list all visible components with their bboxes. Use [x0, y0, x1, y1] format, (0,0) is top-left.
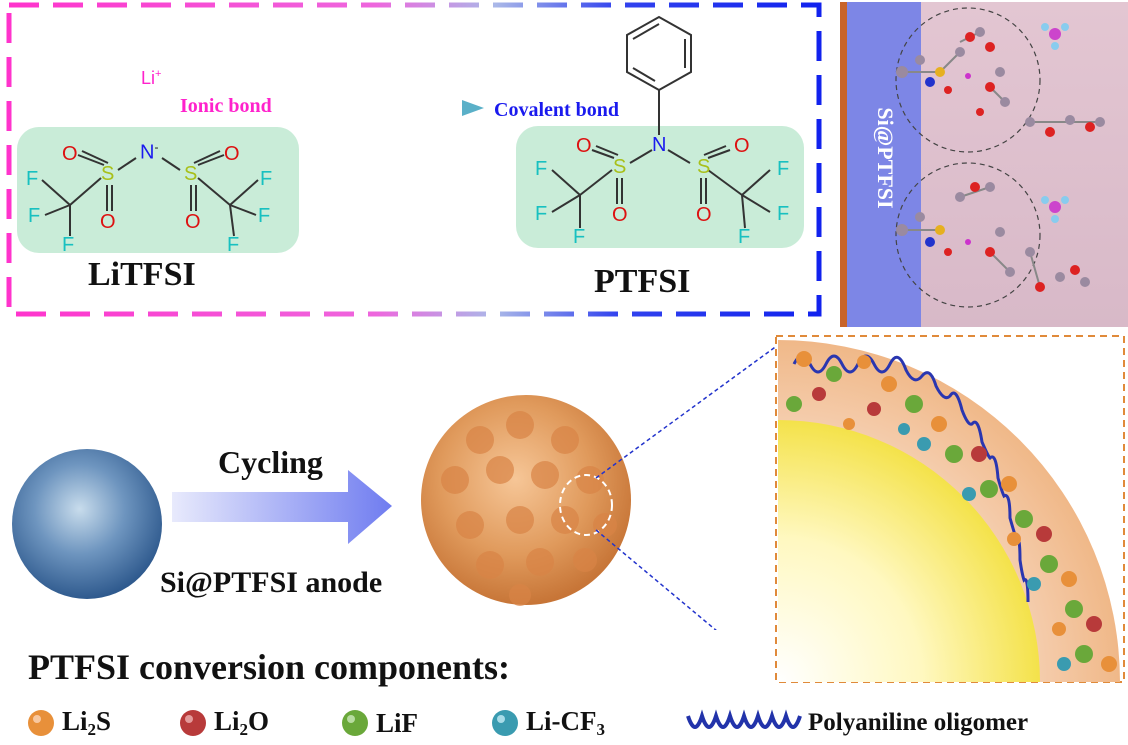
ptfsi-s1: S — [613, 156, 627, 178]
zoom-panel — [775, 335, 1125, 683]
ptfsi-f3: F — [573, 226, 586, 248]
cycling-scheme — [12, 344, 779, 630]
pristine-si-particle — [12, 449, 162, 599]
litfsi-f4: F — [260, 168, 273, 190]
ptfsi-o1: O — [576, 135, 592, 157]
legend-label-li2s: Li2S — [62, 706, 112, 739]
particle-bumps — [441, 411, 617, 606]
ptfsi-label: PTFSI — [594, 263, 691, 300]
legend-label-lif: LiF — [376, 707, 419, 738]
ptfsi-n: N — [652, 134, 667, 156]
ptfsi-o2: O — [612, 204, 628, 226]
legend-label-oligomer: Polyaniline oligomer — [808, 709, 1029, 736]
ptfsi-f1: F — [535, 158, 548, 180]
litfsi-f5: F — [258, 205, 271, 227]
si-ptfsi-layer-label: Si@PTFSI — [873, 107, 898, 209]
cycling-label: Cycling — [218, 444, 323, 480]
litfsi-f2: F — [28, 205, 41, 227]
oligomer-wave-icon — [686, 709, 802, 729]
litfsi-label: LiTFSI — [88, 256, 196, 293]
ptfsi-s2: S — [697, 156, 711, 178]
litfsi-f6: F — [227, 234, 240, 256]
legend-label-licf3: Li-CF3 — [526, 706, 605, 739]
sei-particles — [786, 351, 1117, 672]
polyaniline-chain — [792, 354, 1030, 603]
litfsi-s2: S — [184, 163, 198, 185]
li-plus-label: Li+ — [141, 68, 162, 88]
ptfsi-o4: O — [696, 204, 712, 226]
litfsi-o2: O — [100, 211, 116, 233]
interface-panel — [840, 2, 1128, 327]
molecule-panel — [6, 2, 822, 317]
ptfsi-f4: F — [777, 158, 790, 180]
litfsi-n-minus: N- — [140, 140, 159, 164]
cycling-arrow — [172, 470, 392, 544]
legend-item-oligomer: Polyaniline oligomer — [684, 706, 1028, 740]
legend-label-li2o: Li2O — [214, 706, 270, 739]
orange-substrate-strip — [840, 2, 847, 327]
zoom-region — [559, 474, 613, 536]
licf3-sphere-icon — [492, 710, 518, 736]
litfsi-o4: O — [185, 211, 201, 233]
anode-label: Si@PTFSI anode — [160, 566, 383, 599]
litfsi-f1: F — [26, 168, 39, 190]
si-core — [778, 420, 1040, 682]
litfsi-o3: O — [224, 143, 240, 165]
lif-sphere-icon — [342, 710, 368, 736]
phenyl-ring — [626, 15, 692, 92]
ionic-bond-label: Ionic bond — [180, 95, 272, 117]
ptfsi-o3: O — [734, 135, 750, 157]
molecule-panel-border — [6, 2, 822, 317]
ptfsi-layer — [847, 2, 921, 327]
li2o-sphere-icon — [180, 710, 206, 736]
solvation-shell-1 — [895, 7, 1041, 153]
ptfsi-f5: F — [777, 203, 790, 225]
ptfsi-bonds — [551, 90, 771, 229]
atoms-cluster — [896, 23, 1105, 292]
legend-item-li2o: Li2O — [178, 706, 269, 740]
ptfsi-box — [516, 126, 804, 248]
ptfsi-f2: F — [535, 203, 548, 225]
legend-item-licf3: Li-CF3 — [490, 706, 605, 740]
ptfsi-f6: F — [738, 226, 751, 248]
litfsi-f3: F — [62, 234, 75, 256]
li2s-sphere-icon — [28, 710, 54, 736]
legend-heading: PTFSI conversion components: — [28, 647, 511, 687]
litfsi-s1: S — [101, 163, 115, 185]
litfsi-bonds — [41, 150, 259, 237]
covalent-bond-label: Covalent bond — [494, 99, 620, 121]
legend-item-lif: LiF — [340, 706, 418, 740]
legend-item-li2s: Li2S — [26, 706, 111, 740]
solvation-shell-2 — [895, 162, 1041, 308]
litfsi-o1: O — [62, 143, 78, 165]
